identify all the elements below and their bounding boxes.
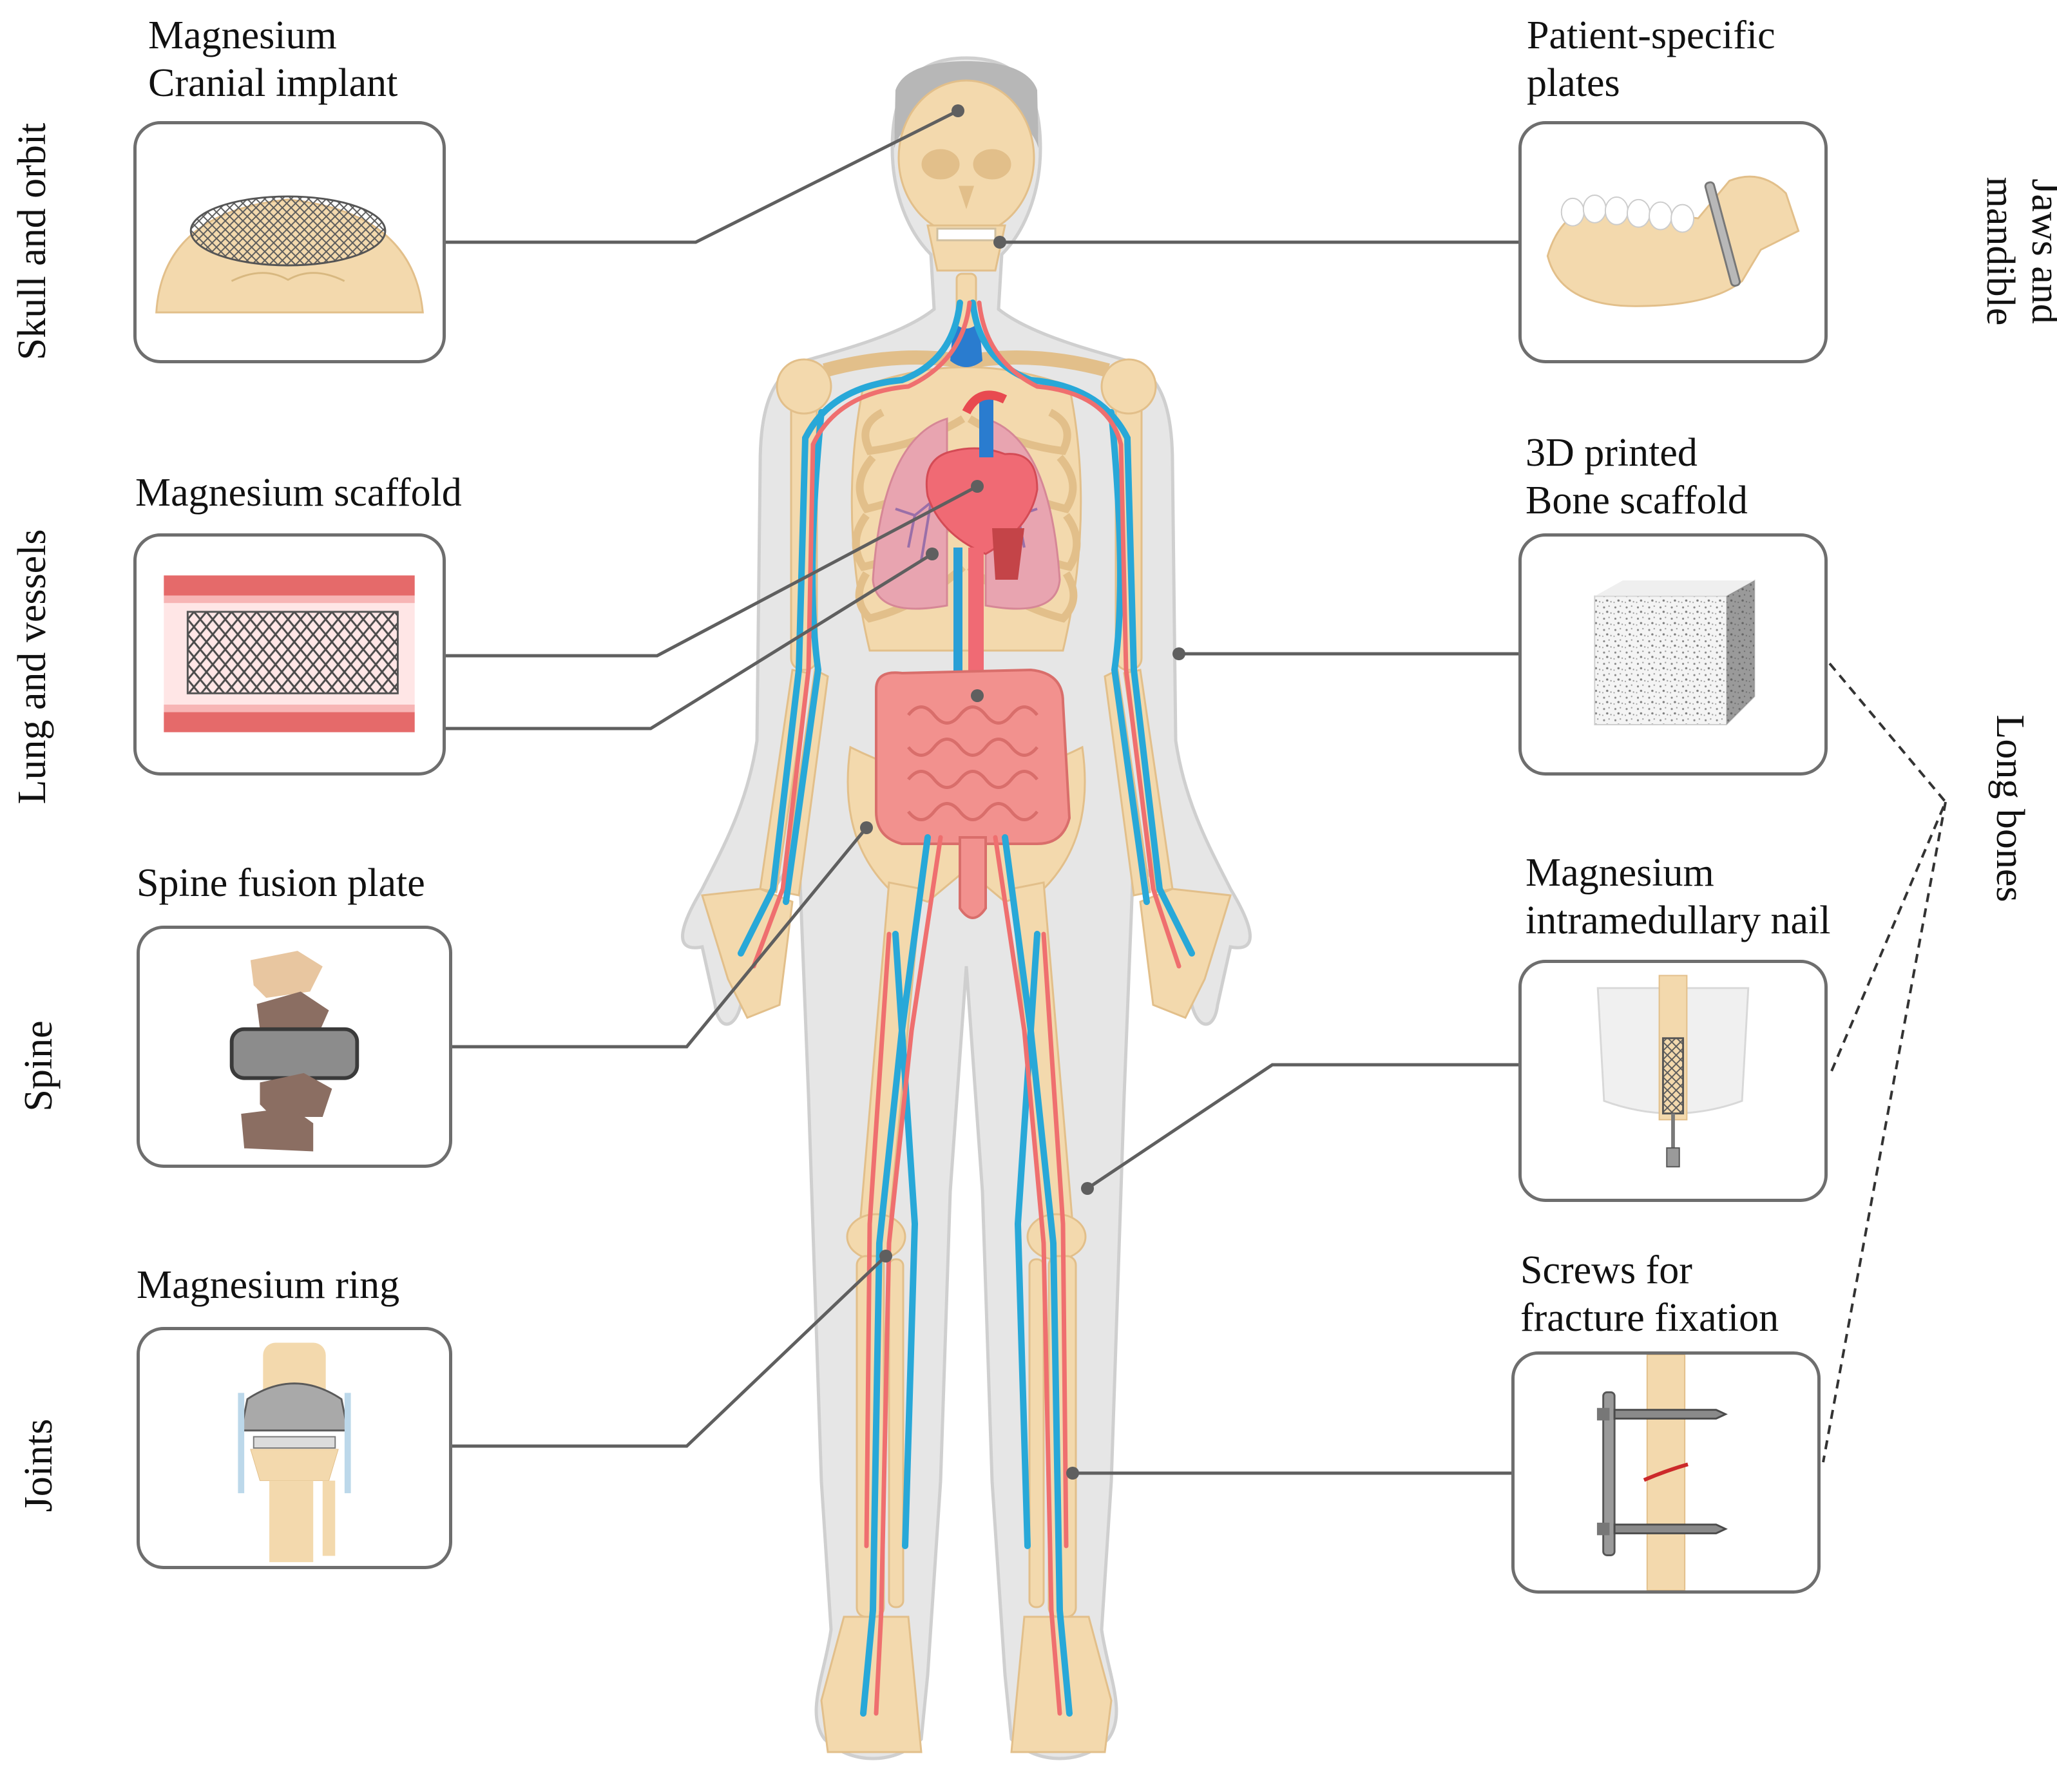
label-line: Magnesium (148, 14, 337, 57)
label-line: fracture fixation (1520, 1296, 1779, 1340)
label-magnesium-scaffold: Magnesium scaffold (135, 469, 462, 517)
label-line: Cranial implant (148, 61, 398, 105)
fracture-screws-illustration (1596, 1355, 1728, 1590)
label-line: mandible (1978, 176, 2022, 326)
label-fracture-screws: Screws for fracture fixation (1520, 1246, 1779, 1342)
label-line: 3D printed (1526, 431, 1698, 475)
box-cranial-implant (133, 121, 446, 363)
region-joints: Joints (17, 1418, 61, 1512)
region-lung-vessels: Lung and vessels (10, 529, 54, 805)
label-line: Jaws and (2024, 178, 2057, 324)
label-cranial-implant: Magnesium Cranial implant (148, 12, 397, 107)
region-jaws-mandible: Jaws and mandible (1978, 155, 2057, 348)
knee-implant-illustration (238, 1342, 351, 1563)
label-spine-fusion-plate: Spine fusion plate (137, 859, 425, 907)
blood-vessels (738, 300, 1195, 1717)
stent-illustration (164, 575, 415, 732)
label-line: Patient-specific (1527, 14, 1775, 57)
box-fracture-screws (1511, 1351, 1821, 1594)
spine-fusion-illustration (229, 951, 359, 1152)
nail-illustration (1596, 975, 1750, 1168)
label-line: Magnesium ring (137, 1263, 400, 1307)
label-line: Screws for (1520, 1248, 1692, 1292)
intestines (875, 668, 1071, 919)
box-intramedullary-nail (1518, 960, 1828, 1202)
anchor-dots (860, 104, 1185, 1480)
label-magnesium-ring: Magnesium ring (137, 1261, 399, 1309)
label-patient-specific-plates: Patient-specific plates (1527, 12, 1775, 107)
label-bone-scaffold: 3D printed Bone scaffold (1526, 429, 1748, 524)
label-line: Magnesium scaffold (135, 471, 462, 515)
label-line: plates (1527, 61, 1620, 105)
leader-lines (446, 109, 1518, 1475)
thyroid (950, 322, 982, 367)
cranial-implant-illustration (155, 195, 424, 314)
label-intramedullary-nail: Magnesium intramedullary nail (1526, 849, 1830, 944)
label-line: Bone scaffold (1526, 479, 1748, 522)
long-bones-dashed-links (1822, 662, 1947, 1463)
box-magnesium-ring (137, 1327, 452, 1569)
heart (925, 390, 1038, 580)
region-skull-orbit: Skull and orbit (10, 122, 54, 361)
label-line: intramedullary nail (1526, 899, 1831, 942)
label-line: Magnesium (1526, 851, 1714, 895)
box-patient-specific-plates (1518, 121, 1828, 363)
box-magnesium-scaffold (133, 533, 446, 776)
box-spine-fusion-plate (137, 926, 452, 1168)
region-long-bones: Long bones (1988, 714, 2032, 902)
label-line: Spine fusion plate (137, 861, 425, 905)
region-spine: Spine (17, 1020, 61, 1112)
box-bone-scaffold (1518, 533, 1828, 776)
porous-cube-illustration (1594, 579, 1756, 725)
mandible-plate-illustration (1546, 175, 1800, 307)
